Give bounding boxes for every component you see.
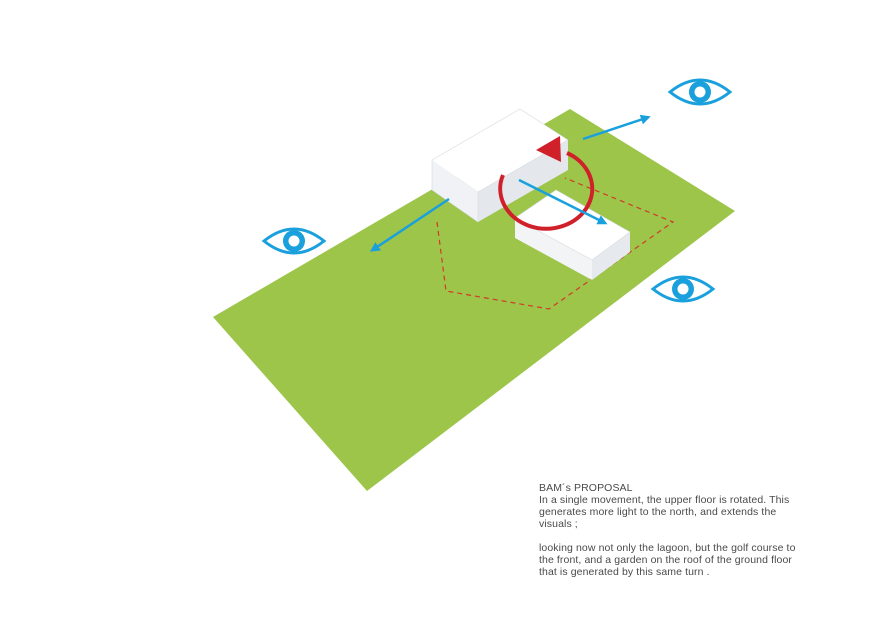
site-plot: [213, 109, 735, 491]
proposal-caption: BAM´s PROPOSAL In a single movement, the…: [539, 482, 804, 578]
caption-paragraph-1: In a single movement, the upper floor is…: [539, 494, 790, 530]
caption-paragraph-2: looking now not only the lagoon, but the…: [539, 542, 796, 578]
rotation-arrow: [498, 136, 595, 231]
eye-icon: [261, 227, 327, 255]
view-arrow-southeast: [518, 178, 608, 225]
view-arrow-northeast: [582, 114, 651, 141]
view-arrow-west: [369, 197, 450, 252]
caption-title: BAM´s PROPOSAL: [539, 482, 633, 494]
eye-icon: [650, 275, 716, 303]
eye-icon: [667, 78, 733, 106]
original-footprint-outline: [436, 177, 675, 310]
ground-floor-block: [514, 189, 631, 280]
